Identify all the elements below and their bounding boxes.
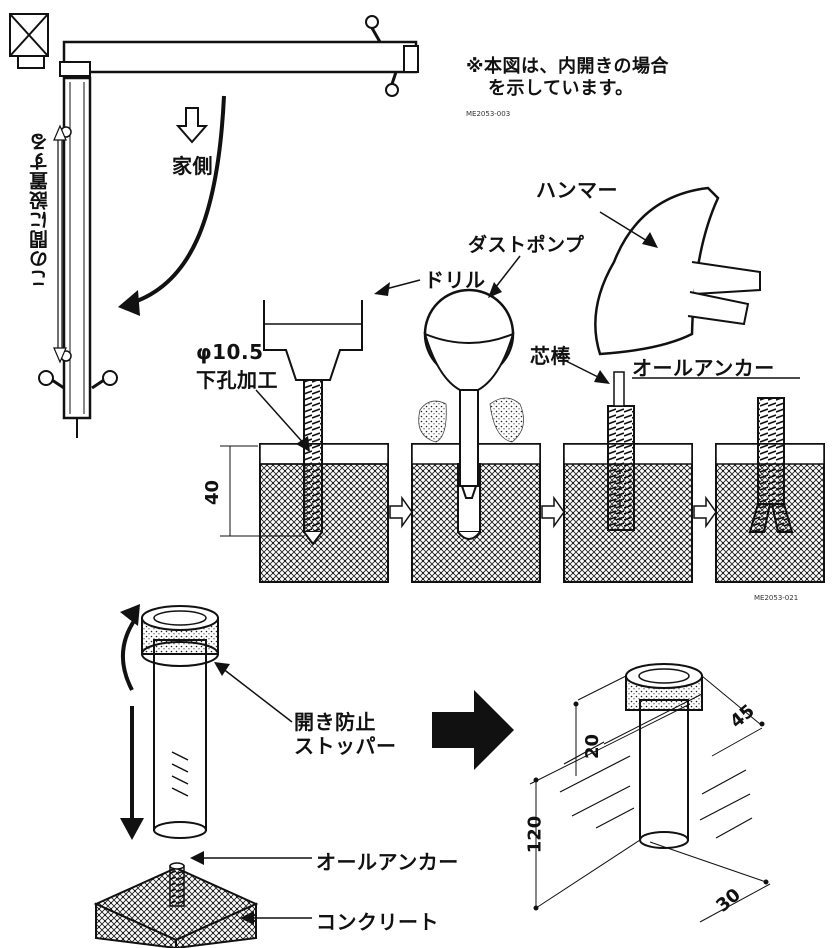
- hole-diameter-label: φ10.5: [196, 340, 264, 364]
- result-arrow: [432, 690, 514, 770]
- stopper-dimensions: [529, 663, 771, 923]
- install-between-label: この間に設置する: [29, 132, 51, 288]
- core-pin-label: 芯棒: [530, 344, 571, 368]
- all-anchor-label: オールアンカー: [632, 356, 775, 380]
- stopper-assembly: [93, 604, 312, 948]
- door-frame-plan: [9, 13, 419, 438]
- hammer-label: ハンマー: [536, 178, 618, 202]
- note-line-1: ※本図は、内開きの場合: [466, 56, 669, 77]
- figure-code-top: ME2053-003: [466, 110, 511, 118]
- stopper-label-line-2: ストッパー: [294, 734, 397, 758]
- dim-20-label: 20: [582, 733, 604, 760]
- figure-code-mid: ME2053-021: [754, 594, 799, 602]
- concrete-label: コンクリート: [316, 910, 439, 934]
- drilling-sequence: [220, 186, 825, 583]
- stopper-label-line-1: 開き防止: [294, 710, 376, 734]
- all-anchor-bottom-label: オールアンカー: [316, 850, 459, 874]
- dim-120-label: 120: [524, 815, 546, 854]
- hole-drilling-label: 下孔加工: [196, 368, 278, 392]
- house-side-label: 家側: [172, 154, 213, 178]
- dust-pump-label: ダストポンプ: [468, 234, 585, 256]
- drill-label: ドリル: [424, 268, 486, 292]
- note-line-2: を示しています。: [488, 78, 634, 99]
- depth-40-label: 40: [202, 479, 224, 506]
